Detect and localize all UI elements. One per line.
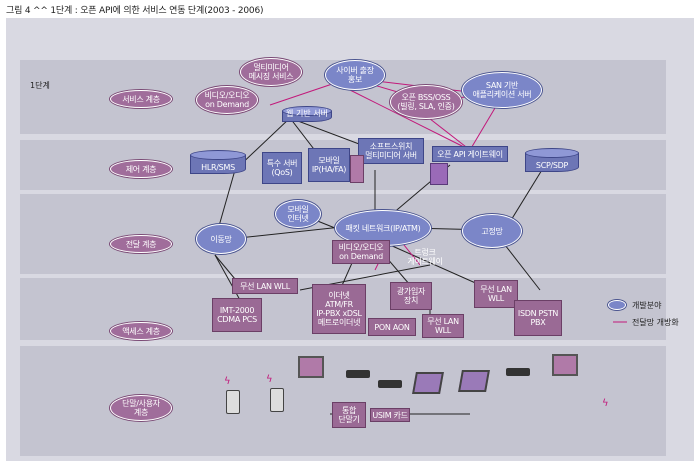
isdn-pstn-pbx: ISDN PSTN PBX bbox=[514, 300, 562, 336]
pon-aon: PON AON bbox=[368, 318, 416, 336]
legend-open-transport-label: 전달망 개방화 bbox=[632, 318, 679, 327]
desktop-computer-icon-1 bbox=[298, 356, 324, 378]
mobile-phone-icon-2 bbox=[270, 388, 284, 412]
layer-label-transport: 전달 계층 bbox=[110, 235, 172, 253]
cyber-promo-service: 사이버 출장 홍보 bbox=[325, 60, 385, 90]
hlr-sms-label: HLR/SMS bbox=[201, 162, 235, 172]
phone-handset-icon-3 bbox=[506, 368, 530, 376]
optical-subscriber-device: 광가입자 장치 bbox=[390, 282, 432, 310]
trunk-gateway: 트렁크 게이트웨이 bbox=[407, 248, 443, 266]
phone-handset-icon-2 bbox=[378, 380, 402, 388]
mobile-phone-icon-1 bbox=[226, 390, 240, 414]
imt-2000-cdma-pcs: IMT-2000 CDMA PCS bbox=[212, 298, 262, 332]
multimedia-messaging-service: 멀티미디어 메시징 서비스 bbox=[240, 58, 302, 86]
wireless-lan-wll-2: 무선 LAN WLL bbox=[422, 314, 464, 338]
open-api-gateway: 오픈 API 게이트웨이 bbox=[432, 146, 508, 162]
scp-sdp-label: SCP/SDP bbox=[535, 160, 569, 170]
signal-icon-1: ϟ bbox=[224, 376, 231, 387]
open-bss-oss: 오픈 BSS/OSS (빌링, SLA, 인증) bbox=[390, 85, 462, 119]
hlr-sms-db: HLR/SMS bbox=[190, 150, 246, 174]
web-server-db bbox=[282, 106, 332, 122]
layer-label-terminal: 단말/사용자 계층 bbox=[110, 395, 172, 421]
server-rack-icon bbox=[350, 155, 364, 183]
layer-label-service: 서비스 계층 bbox=[110, 90, 172, 108]
legend-dev-area-label: 개발분야 bbox=[632, 301, 662, 310]
scp-sdp-db: SCP/SDP bbox=[525, 148, 579, 172]
stage-label: 1단계 bbox=[30, 81, 50, 90]
softswitch-multimedia-server: 소프트스위치 멀티미디어 서버 bbox=[358, 138, 424, 164]
mobile-internet-cloud: 모바일 인터넷 bbox=[275, 200, 321, 228]
special-server-qos: 특수 서버 (QoS) bbox=[262, 152, 302, 184]
phone-handset-icon-1 bbox=[346, 370, 370, 378]
san-application-server: SAN 기반 애플리케이션 서버 bbox=[462, 72, 542, 108]
laptop-icon-1 bbox=[412, 372, 444, 394]
wireless-lan-wll-3: 무선 LAN WLL bbox=[474, 280, 518, 308]
wireless-lan-wll-1: 무선 LAN WLL bbox=[232, 278, 298, 294]
figure-title: 그림 4 ^^ 1단계 : 오픈 API에 의한 서비스 연동 단계(2003 … bbox=[6, 6, 264, 16]
vod-service: 비디오/오디오 on Demand bbox=[196, 86, 258, 114]
vod-transport-box: 비디오/오디오 on Demand bbox=[332, 240, 390, 264]
desktop-computer-icon-2 bbox=[552, 354, 578, 376]
signal-icon-3: ϟ bbox=[602, 398, 609, 409]
layer-label-control: 제어 계층 bbox=[110, 160, 172, 178]
ethernet-atm-access: 이더넷 ATM/FR IP-PBX xDSL 메트로이더넷 bbox=[312, 284, 366, 334]
laptop-icon-2 bbox=[458, 370, 490, 392]
legend-dev-area-marker bbox=[608, 300, 626, 310]
layer-label-access: 액세스 계층 bbox=[110, 322, 172, 340]
usim-card: USIM 카드 bbox=[370, 408, 410, 422]
mobile-network-cloud: 이동망 bbox=[196, 224, 246, 254]
gateway-device-icon bbox=[430, 163, 448, 185]
fixed-network-cloud: 고정망 bbox=[462, 214, 522, 248]
unified-terminal: 통합 단말기 bbox=[332, 402, 366, 428]
signal-icon-2: ϟ bbox=[266, 374, 273, 385]
mobile-ip-server: 모바일 IP(HA/FA) bbox=[308, 148, 350, 182]
